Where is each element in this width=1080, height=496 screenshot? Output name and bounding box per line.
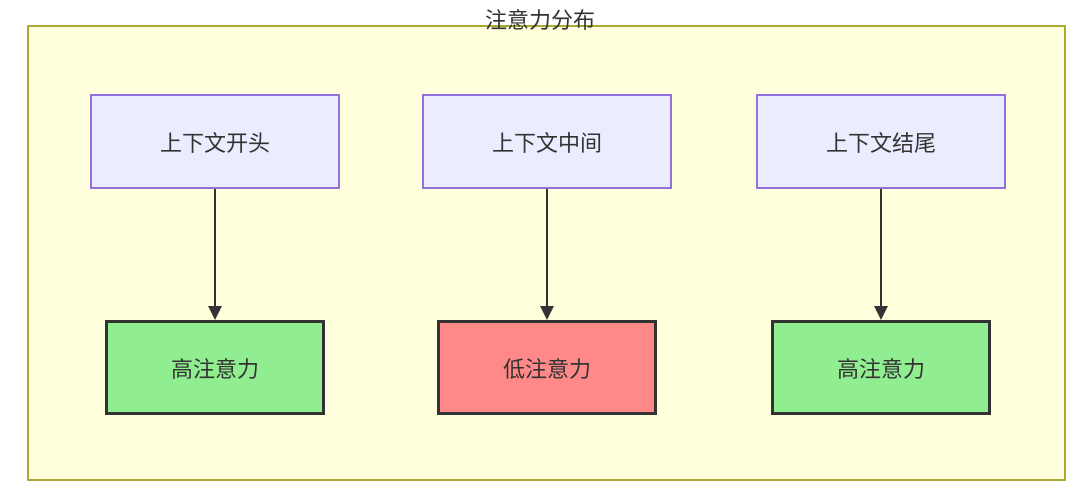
node-attention-end: 高注意力 [771,320,991,415]
node-attention-start: 高注意力 [105,320,325,415]
cluster-title: 注意力分布 [484,8,595,33]
node-context-end: 上下文结尾 [756,94,1006,189]
node-context-start: 上下文开头 [90,94,340,189]
node-context-middle: 上下文中间 [422,94,672,189]
node-attention-middle: 低注意力 [437,320,657,415]
